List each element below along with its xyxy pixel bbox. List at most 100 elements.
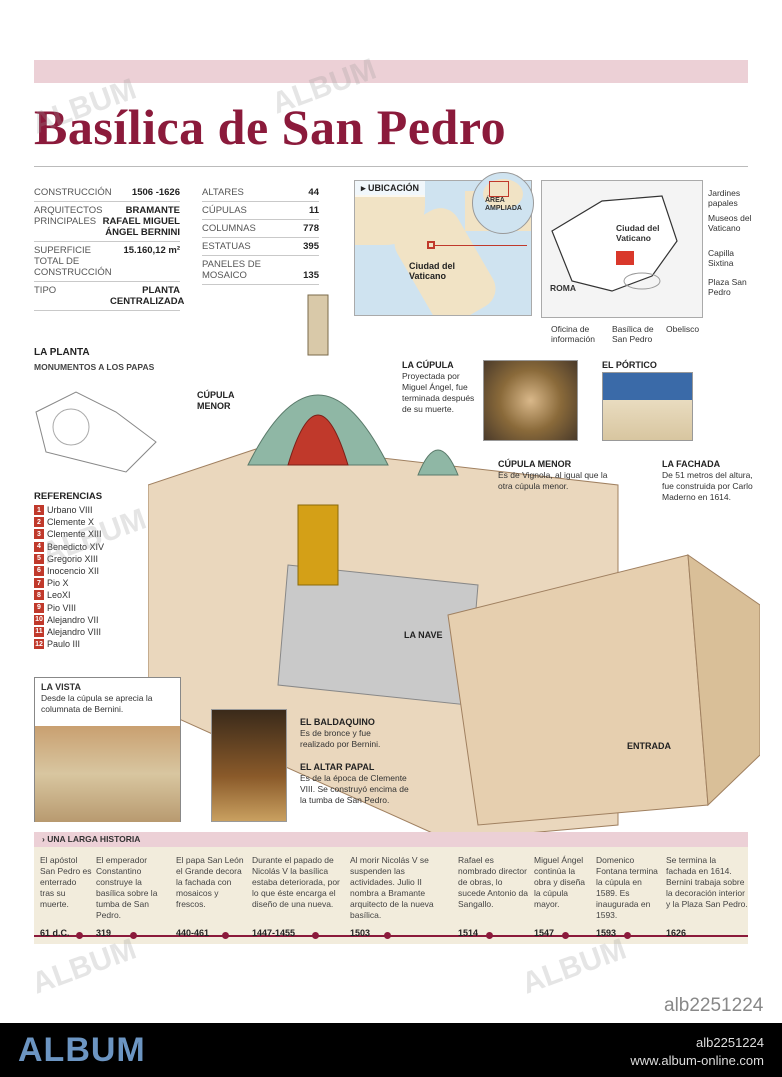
timeline-dot [562,932,569,939]
fact-label: TIPO [34,285,57,296]
fact-value: 395 [303,241,319,252]
timeline-dot [76,932,83,939]
footer-id: alb2251224 [696,1035,764,1050]
fact-label: ARQUITECTOS PRINCIPALES [34,205,103,227]
timeline-event: Miguel Ángel continúa la obra y diseña l… [534,855,586,909]
vatican-map-drawing [551,195,678,292]
portico-photo [602,372,693,441]
museums-label: Museos del Vaticano [708,213,752,233]
city-label: Ciudad del Vaticano [409,261,456,281]
image-id: alb2251224 [664,995,764,1016]
fact-row: TIPO PLANTA CENTRALIZADA [34,282,185,311]
page-title: Basílica de San Pedro [34,99,507,155]
vatican-label: Ciudad del Vaticano [616,223,660,243]
fact-label: ALTARES [202,187,244,198]
timeline-header: › UNA LARGA HISTORIA [34,832,748,847]
timeline-dot [486,932,493,939]
gardens-label: Jardines papales [708,188,741,208]
timeline-year: 1547 [534,928,555,938]
office-label: Oficina de información [551,324,595,344]
top-band [34,60,748,83]
dome-interior-photo [483,360,578,441]
timeline-year: 1447-1455 [252,928,296,938]
vatican-map: Ciudad del Vaticano ROMA [541,180,703,318]
plan-subtitle: MONUMENTOS A LOS PAPAS [34,362,155,372]
timeline-year: 1626 [666,928,687,938]
fact-value: 11 [308,205,319,216]
timeline-event: El apóstol San Pedro es enterrado tras s… [40,855,92,909]
references-title: REFERENCIAS [34,491,103,502]
timeline-year: 319 [96,928,112,938]
fact-value: 44 [308,187,319,198]
fact-row: CÚPULAS 11 [202,202,319,220]
timeline-event: El papa San León el Grande decora la fac… [176,855,244,909]
location-header: ▸ UBICACIÓN [355,181,426,197]
baldachin-photo [211,709,287,822]
timeline-event: Durante el papado de Nicolás V la basíli… [252,855,340,909]
fact-row: SUPERFICIE TOTAL DE CONSTRUCCIÓN 15.160,1… [34,242,180,282]
timeline-dot [624,932,631,939]
album-logo: ALBUM [18,1031,146,1069]
fact-label: PANELES DE MOSAICO [202,259,261,281]
timeline-event: Al morir Nicolás V se suspenden las acti… [350,855,434,920]
timeline-axis [34,935,748,937]
fact-row: ALTARES 44 [202,184,319,202]
timeline-year: 1503 [350,928,371,938]
history-timeline: › UNA LARGA HISTORIA El apóstol San Pedr… [34,832,748,944]
entrance-label: ENTRADA [627,741,671,751]
plan-title: LA PLANTA [34,347,90,358]
floor-plan-drawing [35,391,157,473]
timeline-year: 61 d.C. [40,928,70,938]
fact-label: SUPERFICIE TOTAL DE CONSTRUCCIÓN [34,245,112,278]
fact-value: 15.160,12 m² [123,245,180,256]
view-photo [35,726,180,822]
title-divider [34,166,748,167]
timeline-dot [222,932,229,939]
timeline-dot [384,932,391,939]
pointer-line [435,245,527,246]
obelisk-label: Obelisco [666,324,700,334]
fact-value: PLANTA CENTRALIZADA [110,285,185,307]
portico-callout: EL PÓRTICO [602,360,657,370]
timeline-dot [130,932,137,939]
globe-inset: ÁREA AMPLIADA [472,172,534,234]
timeline-year: 1514 [458,928,479,938]
basilica-label: Basílica de San Pedro [612,324,654,344]
footer-bar: ALBUM alb2251224 www.album-online.com [0,1023,782,1077]
view-title: LA VISTA [41,682,81,692]
timeline-event: Se termina la fachada en 1614. Bernini t… [666,855,748,909]
view-box: LA VISTA Desde la cúpula se aprecia la c… [34,677,181,822]
fact-value: BRAMANTE RAFAEL MIGUEL ÁNGEL BERNINI [102,205,180,238]
vatican-marker [427,241,435,249]
fact-label: CÚPULAS [202,205,247,216]
timeline-event: Domenico Fontana termina la cúpula en 15… [596,855,658,920]
fact-label: CONSTRUCCIÓN [34,187,112,198]
timeline-event: El emperador Constantino construye la ba… [96,855,158,920]
view-text: Desde la cúpula se aprecia la columnata … [41,693,153,714]
fact-value: 778 [303,223,319,234]
chapel-label: Capilla Sixtina [708,248,734,268]
area-label: ÁREA AMPLIADA [485,197,522,212]
footer-url[interactable]: www.album-online.com [630,1053,764,1068]
